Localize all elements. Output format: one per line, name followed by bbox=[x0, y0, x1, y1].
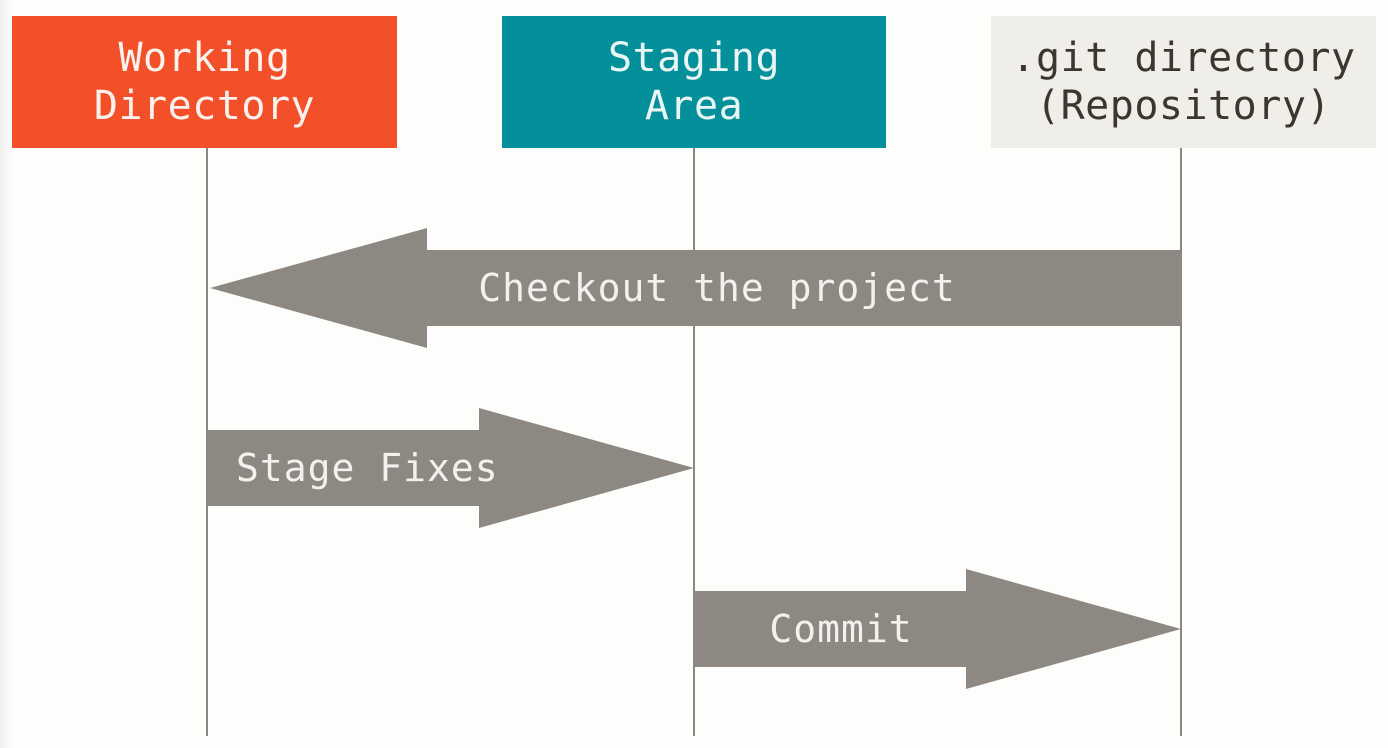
repository-label: .git directory (Repository) bbox=[1011, 35, 1356, 129]
staging-area-label: Staging Area bbox=[607, 35, 781, 129]
commit-arrow-label: Commit bbox=[769, 607, 912, 651]
repository-header: .git directory (Repository) bbox=[991, 16, 1376, 148]
working-directory-header: Working Directory bbox=[12, 16, 397, 148]
page-edge-shadow bbox=[0, 0, 12, 748]
lifeline-working-directory bbox=[206, 148, 208, 736]
stage-fixes-arrow bbox=[208, 408, 694, 528]
staging-area-header: Staging Area bbox=[502, 16, 886, 148]
lifeline-staging-area bbox=[693, 148, 695, 736]
checkout-arrow-label: Checkout the project bbox=[478, 266, 956, 310]
lifeline-repository bbox=[1180, 148, 1182, 736]
working-directory-label: Working Directory bbox=[93, 35, 316, 129]
commit-arrow bbox=[694, 569, 1181, 689]
stage-fixes-arrow-label: Stage Fixes bbox=[236, 446, 499, 490]
checkout-arrow bbox=[210, 228, 1182, 348]
